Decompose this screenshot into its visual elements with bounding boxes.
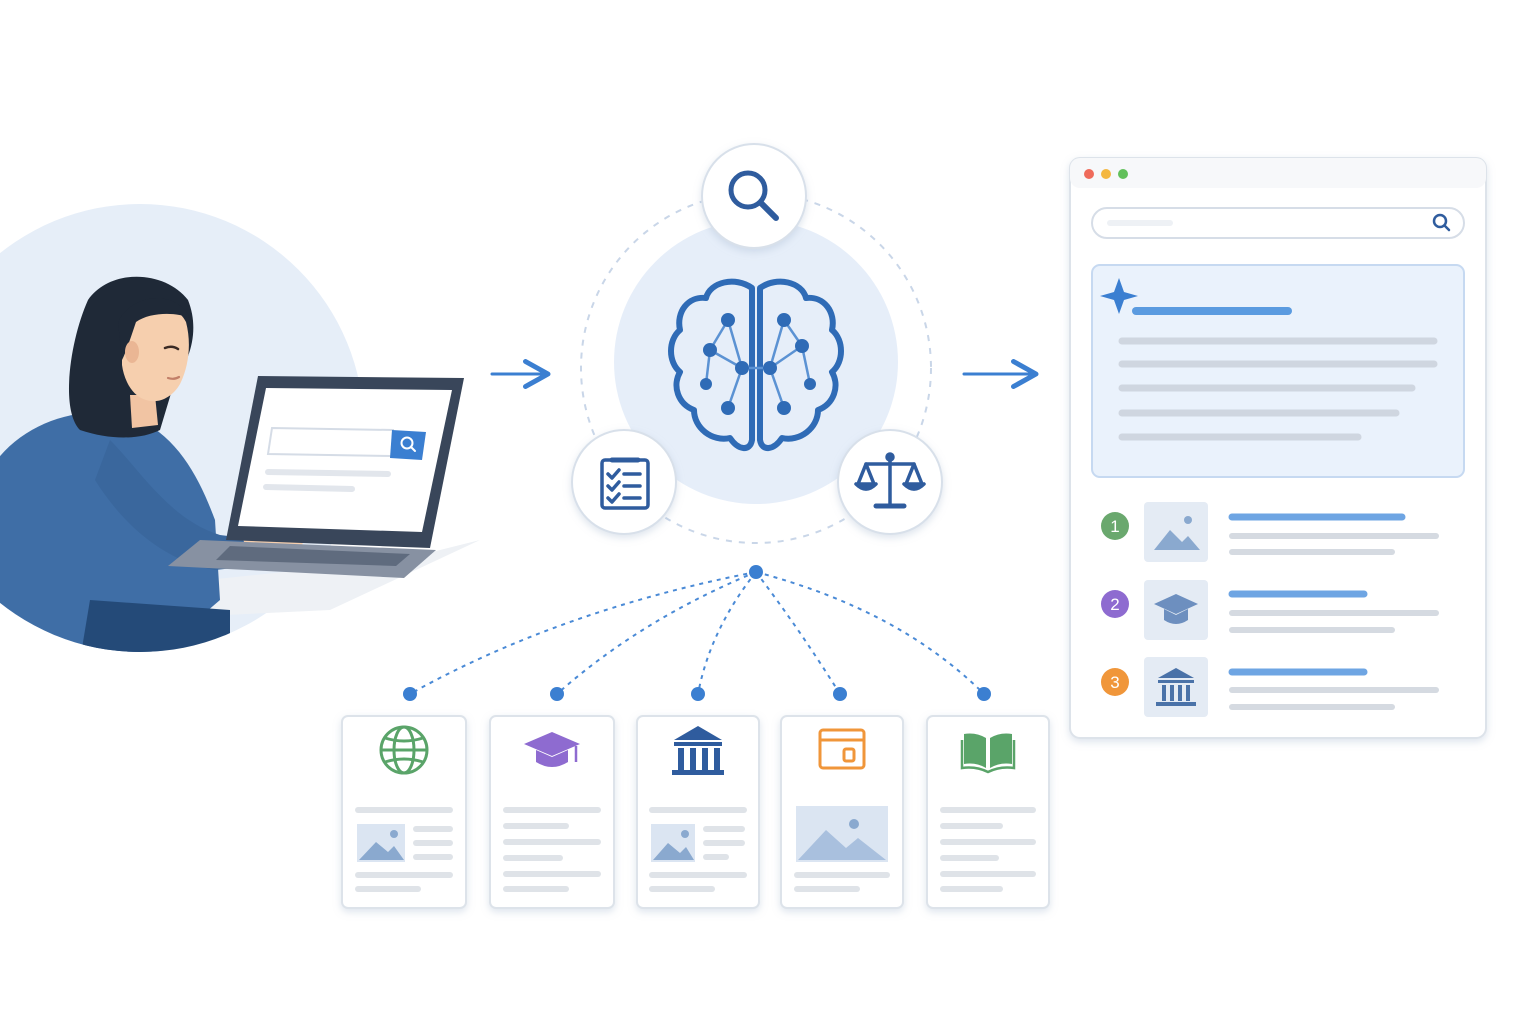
- globe-icon: [379, 725, 429, 775]
- result-thumbnail: [1144, 657, 1208, 717]
- person-legs: [80, 600, 230, 652]
- results-browser-window: 1 2 3: [1069, 157, 1487, 739]
- laptop-text-line: [263, 484, 355, 492]
- brain-network-nodes: [700, 313, 816, 415]
- balance-scale-icon: [854, 452, 926, 509]
- checklist-node: [571, 429, 677, 535]
- rank-number: 3: [1110, 673, 1119, 692]
- browser-window-icon: [818, 728, 866, 770]
- ranked-result-item[interactable]: 2: [1101, 580, 1439, 640]
- person-neck: [130, 395, 158, 428]
- person-arm: [95, 440, 262, 570]
- source-card-web[interactable]: [341, 715, 467, 909]
- source-card-website[interactable]: [780, 715, 904, 909]
- person-ear: [125, 341, 139, 363]
- graduation-cap-icon: [524, 732, 580, 767]
- image-icon: [1154, 516, 1200, 550]
- laptop-keyboard: [216, 546, 410, 566]
- results-search-bar[interactable]: [1091, 207, 1465, 239]
- connector-line: [697, 571, 757, 695]
- search-node: [701, 143, 807, 249]
- person-eye: [163, 345, 180, 351]
- institution-icon: [1156, 668, 1196, 706]
- connector-line: [755, 571, 841, 695]
- sparkle-icon: [1100, 278, 1138, 314]
- checklist-icon: [600, 457, 650, 510]
- window-minimize-dot[interactable]: [1101, 169, 1111, 179]
- connector-hub-dot: [749, 565, 763, 579]
- person-body: [0, 412, 220, 652]
- laptop: [168, 376, 464, 578]
- ranked-result-item[interactable]: 1: [1101, 502, 1439, 562]
- rank-badge: [1101, 668, 1129, 696]
- laptop-screen: [238, 388, 452, 532]
- rank-number: 1: [1110, 517, 1119, 536]
- person-mouth: [166, 375, 181, 380]
- source-connectors: [409, 571, 985, 695]
- source-card-library[interactable]: [926, 715, 1050, 909]
- open-book-icon: [960, 733, 1016, 774]
- person-hair-fringe: [118, 298, 190, 360]
- window-maximize-dot[interactable]: [1118, 169, 1128, 179]
- window-close-dot[interactable]: [1084, 169, 1094, 179]
- connector-line: [755, 571, 985, 695]
- laptop-text-line: [265, 469, 391, 477]
- brain-network-icon: [668, 278, 844, 451]
- ai-process-hub: [571, 143, 943, 544]
- connector-line: [556, 571, 757, 695]
- search-icon[interactable]: [1432, 213, 1451, 232]
- user-illustration: [0, 204, 480, 652]
- source-cards: [341, 715, 1050, 909]
- rank-badge: [1101, 590, 1129, 618]
- laptop-search-button: [390, 430, 426, 460]
- rank-number: 2: [1110, 595, 1119, 614]
- source-card-academic[interactable]: [489, 715, 615, 909]
- balance-scale-node: [837, 429, 943, 535]
- ai-summary-card: [1091, 264, 1465, 478]
- graduation-cap-icon: [1154, 594, 1198, 624]
- window-titlebar: [1070, 158, 1486, 188]
- institution-icon: [672, 726, 724, 775]
- connector-line: [409, 571, 757, 695]
- laptop-search-icon: [400, 436, 416, 452]
- ranked-result-item[interactable]: 3: [1101, 657, 1439, 717]
- result-thumbnail: [1144, 502, 1208, 562]
- rank-badge: [1101, 512, 1129, 540]
- person-face: [122, 305, 189, 402]
- laptop-search-box: [266, 426, 395, 458]
- hub-core-circle: [614, 220, 898, 504]
- connector-end-dots: [403, 687, 991, 701]
- source-card-institution[interactable]: [636, 715, 760, 909]
- search-icon: [728, 170, 779, 221]
